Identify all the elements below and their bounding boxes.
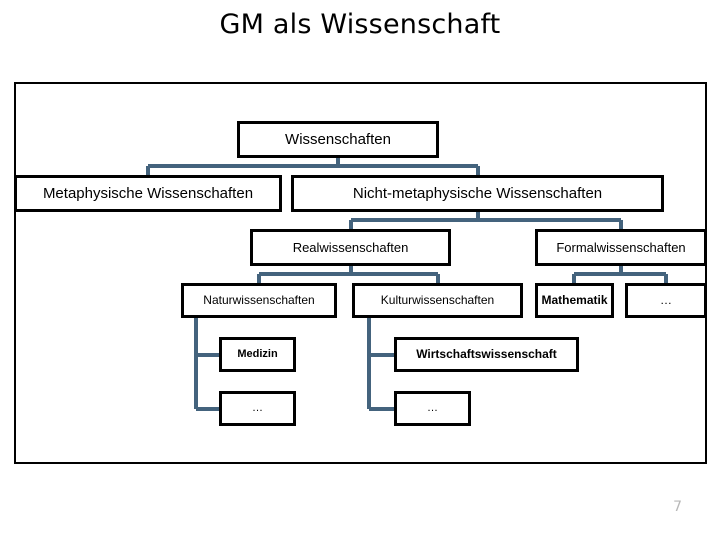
node-natur-ellipsis[interactable]: … xyxy=(219,391,296,426)
node-kulturwissenschaften[interactable]: Kulturwissenschaften xyxy=(352,283,523,318)
node-nicht-metaphysische-wissenschaften[interactable]: Nicht-metaphysische Wissenschaften xyxy=(291,175,664,212)
node-label: … xyxy=(660,293,672,308)
node-kultur-ellipsis[interactable]: … xyxy=(394,391,471,426)
node-label: Kulturwissenschaften xyxy=(380,293,495,308)
node-label: Realwissenschaften xyxy=(292,239,409,255)
node-label: Wirtschaftswissenschaft xyxy=(416,347,557,362)
node-label: Nicht-metaphysische Wissenschaften xyxy=(352,184,603,202)
node-metaphysische-wissenschaften[interactable]: Metaphysische Wissenschaften xyxy=(14,175,282,212)
node-mathematik[interactable]: Mathematik xyxy=(535,283,614,318)
node-label: … xyxy=(427,401,438,414)
node-label: Metaphysische Wissenschaften xyxy=(42,184,254,202)
node-label: Naturwissenschaften xyxy=(203,293,315,308)
node-label: Wissenschaften xyxy=(285,130,391,148)
node-medizin[interactable]: Medizin xyxy=(219,337,296,372)
node-label: Mathematik xyxy=(541,293,608,308)
node-wissenschaften[interactable]: Wissenschaften xyxy=(237,121,439,158)
page-title: GM als Wissenschaft xyxy=(219,9,501,40)
node-label: … xyxy=(252,401,263,414)
node-formal-ellipsis[interactable]: … xyxy=(625,283,707,318)
node-label: Medizin xyxy=(237,347,278,360)
node-naturwissenschaften[interactable]: Naturwissenschaften xyxy=(181,283,337,318)
node-realwissenschaften[interactable]: Realwissenschaften xyxy=(250,229,451,266)
page-number: 7 xyxy=(673,499,682,515)
node-label: Formalwissenschaften xyxy=(556,239,686,255)
node-wirtschaftswissenschaft[interactable]: Wirtschaftswissenschaft xyxy=(394,337,579,372)
node-formalwissenschaften[interactable]: Formalwissenschaften xyxy=(535,229,707,266)
